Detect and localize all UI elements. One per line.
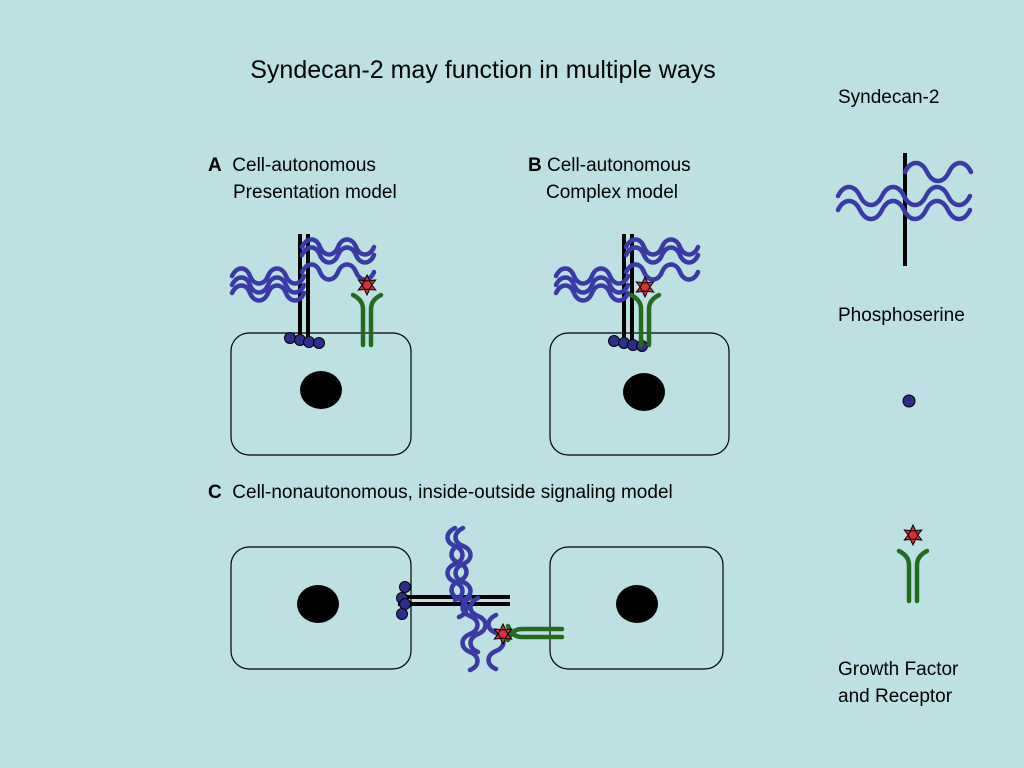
panel-c-diagram — [230, 525, 724, 673]
legend-hs-chain-3 — [835, 198, 973, 222]
panel-a-cell — [230, 332, 412, 456]
panel-c-letter: C — [208, 482, 222, 503]
panel-a-title: A Cell-autonomous Presentation model — [208, 152, 397, 206]
panel-b-hs-chains — [553, 237, 701, 303]
panel-b-line2: Complex model — [546, 182, 678, 203]
panel-c-nucleus-left — [297, 585, 339, 623]
panel-a-phosphoserines — [284, 332, 325, 349]
legend-growth-factor-receptor-icon — [896, 524, 930, 604]
panel-c-phosphoserines — [396, 581, 411, 620]
panel-c-nucleus-right — [616, 585, 658, 623]
legend-growth-factor-icon — [903, 524, 923, 546]
panel-c-line1: Cell-nonautonomous, inside-outside signa… — [232, 482, 673, 503]
panel-b-diagram — [549, 234, 730, 456]
legend-hs-chain-1 — [902, 160, 974, 184]
legend-hs-chain-2 — [835, 184, 973, 208]
panel-a-letter: A — [208, 155, 222, 176]
panel-a-line1: Cell-autonomous — [232, 155, 376, 176]
legend-growth-factor-label: Growth Factor and Receptor — [838, 656, 958, 710]
panel-a-receptor — [350, 274, 384, 348]
panel-a-hs-chains — [229, 237, 377, 303]
panel-a-diagram — [229, 234, 412, 456]
panel-b-receptor — [628, 276, 662, 348]
panel-c-cell-right — [549, 546, 724, 670]
panel-c-hs-chains — [445, 525, 506, 673]
page-title: Syndecan-2 may function in multiple ways — [250, 56, 716, 84]
panel-c-cell-left — [230, 546, 412, 670]
legend-syndecan-label: Syndecan-2 — [838, 87, 940, 108]
legend-growth-factor-line1: Growth Factor — [838, 659, 959, 680]
panel-a-line2: Presentation model — [233, 182, 397, 203]
panel-a-nucleus — [300, 371, 342, 409]
legend-growth-factor-line2: and Receptor — [838, 686, 953, 707]
panel-c-receptor — [493, 623, 565, 645]
legend-syndecan-icon — [835, 153, 974, 266]
panel-b-nucleus — [623, 373, 665, 411]
panel-c-title: C Cell-nonautonomous, inside-outside sig… — [208, 479, 673, 506]
panel-b-line1: Cell-autonomous — [547, 155, 691, 176]
legend-phosphoserine-label: Phosphoserine — [838, 305, 965, 326]
panel-b-letter: B — [528, 155, 542, 176]
legend-phosphoserine-icon — [902, 394, 916, 408]
panel-b-title: B Cell-autonomous Complex model — [528, 152, 691, 206]
